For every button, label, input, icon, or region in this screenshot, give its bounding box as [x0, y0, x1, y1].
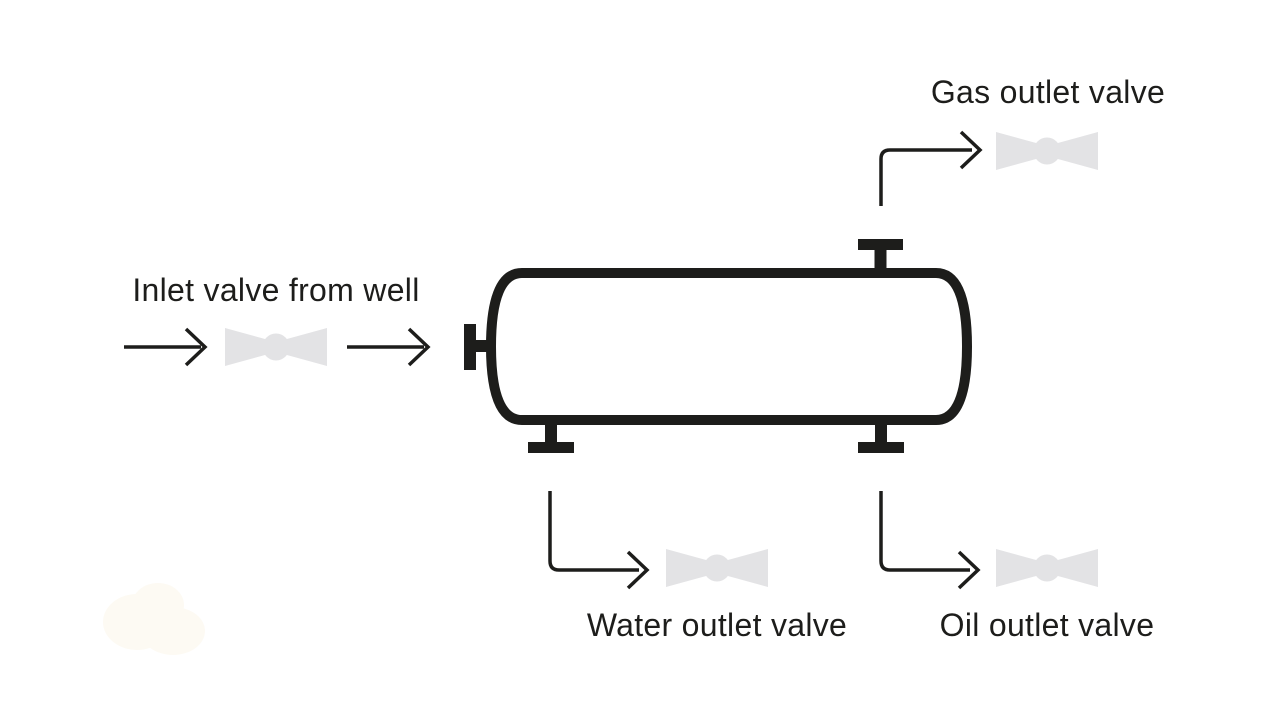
oil-outlet-nozzle: [858, 418, 904, 453]
water-outlet-nozzle: [528, 418, 574, 453]
inlet-valve-icon: [225, 328, 327, 366]
oil-outlet-line: [879, 491, 980, 590]
gas-outlet-nozzle: [858, 239, 903, 272]
inlet-nozzle-stem: [474, 340, 494, 352]
bowtie-valve-icon: [996, 132, 1098, 170]
inlet-nozzle-flange: [464, 324, 476, 370]
water-nozzle-flange: [528, 442, 574, 453]
separator-vessel: [485, 268, 973, 425]
bowtie-valve-icon: [996, 549, 1098, 587]
water-nozzle-stem: [545, 418, 557, 445]
gas-nozzle-flange: [858, 239, 903, 250]
flow-line: [879, 491, 970, 572]
water-outlet-line: [548, 491, 649, 590]
gas-nozzle-stem: [874, 248, 887, 272]
inlet-flow-arrow-1: [124, 327, 207, 367]
oil-outlet-valve-label: Oil outlet valve: [940, 607, 1155, 643]
inlet-flow-arrow-2: [347, 327, 430, 367]
flow-line: [879, 148, 972, 206]
gas-outlet-line: [879, 130, 982, 206]
oil-nozzle-flange: [858, 442, 904, 453]
oil-nozzle-stem: [875, 418, 887, 445]
bowtie-valve-icon: [666, 549, 768, 587]
background-blob: [103, 583, 205, 655]
gas-outlet-valve-icon: [996, 132, 1098, 170]
inlet-valve-label: Inlet valve from well: [132, 272, 419, 308]
inlet-nozzle: [464, 324, 494, 370]
flow-line: [548, 491, 639, 572]
water-outlet-valve-icon: [666, 549, 768, 587]
water-outlet-valve-label: Water outlet valve: [587, 607, 847, 643]
bowtie-valve-icon: [225, 328, 327, 366]
blob-shape: [132, 583, 184, 627]
gas-outlet-valve-label: Gas outlet valve: [931, 74, 1165, 110]
oil-outlet-valve-icon: [996, 549, 1098, 587]
